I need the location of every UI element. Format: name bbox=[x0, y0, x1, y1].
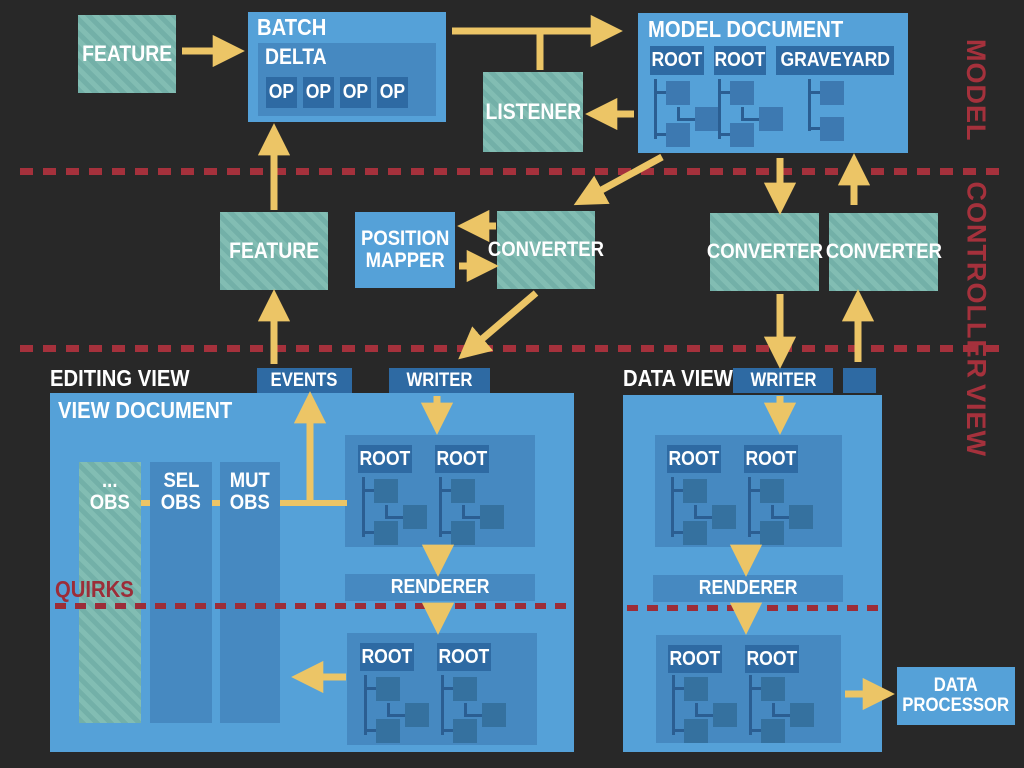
node-tree bbox=[437, 673, 509, 745]
feature-box-controller: FEATURE bbox=[220, 212, 328, 290]
renderer-box-editing: RENDERER bbox=[345, 574, 535, 601]
quirks-divider bbox=[55, 603, 569, 609]
converter-box-1: CONVERTER bbox=[488, 211, 604, 289]
root-label: ROOT bbox=[437, 643, 491, 671]
arrow-converter1-to-writer-editing bbox=[458, 290, 539, 360]
root-label: ROOT bbox=[358, 445, 412, 473]
root-label: ROOT bbox=[650, 46, 704, 75]
position-mapper-box: POSITION MAPPER bbox=[355, 212, 455, 288]
editing-view-title: EDITING VIEW bbox=[50, 365, 190, 391]
events-box: EVENTS bbox=[257, 368, 352, 393]
op-box: OP bbox=[266, 77, 297, 108]
section-label-model: MODEL bbox=[961, 39, 991, 142]
batch-box: BATCH DELTA OP OP OP OP bbox=[248, 12, 446, 122]
graveyard-label: GRAVEYARD bbox=[776, 46, 894, 75]
data-view-divider bbox=[627, 605, 878, 611]
op-box: OP bbox=[340, 77, 371, 108]
view-document-title: VIEW DOCUMENT bbox=[58, 397, 233, 423]
data-processor-box: DATA PROCESSOR bbox=[897, 667, 1015, 725]
model-document-title: MODEL DOCUMENT bbox=[648, 16, 844, 42]
node-tree bbox=[714, 77, 786, 149]
node-tree bbox=[435, 475, 507, 547]
root-tree-panel: ROOT ROOT bbox=[345, 435, 535, 547]
root-label: ROOT bbox=[668, 645, 722, 673]
arrow-model-document-to-converter1 bbox=[573, 153, 664, 206]
section-label-controller: CONTROLLER bbox=[961, 181, 992, 379]
node-tree bbox=[360, 673, 432, 745]
converter-box-2: CONVERTER bbox=[706, 213, 823, 291]
op-box: OP bbox=[303, 77, 334, 108]
feature-box-model: FEATURE bbox=[78, 15, 176, 93]
converter-box-3: CONVERTER bbox=[825, 213, 942, 291]
node-tree bbox=[744, 475, 816, 547]
root-label: ROOT bbox=[360, 643, 414, 671]
node-tree bbox=[650, 77, 722, 149]
listener-box: LISTENER bbox=[483, 72, 583, 152]
unlabeled-box-data bbox=[843, 368, 876, 393]
node-tree bbox=[745, 673, 817, 745]
root-tree-panel: ROOT ROOT bbox=[655, 435, 842, 547]
batch-title: BATCH bbox=[257, 14, 327, 40]
root-label: ROOT bbox=[745, 645, 799, 673]
node-tree bbox=[667, 475, 739, 547]
delta-box: DELTA OP OP OP OP bbox=[258, 43, 436, 116]
divider-model-controller bbox=[20, 168, 1005, 175]
writer-box-data: WRITER bbox=[733, 368, 833, 393]
op-box: OP bbox=[377, 77, 408, 108]
renderer-box-data: RENDERER bbox=[653, 575, 843, 602]
root-label: ROOT bbox=[667, 445, 721, 473]
data-view-container: ROOT ROOT RENDERER ROOT ROOT bbox=[623, 395, 882, 752]
section-label-view: VIEW bbox=[961, 384, 991, 458]
writer-box-editing: WRITER bbox=[389, 368, 490, 393]
root-label: ROOT bbox=[435, 445, 489, 473]
root-label: ROOT bbox=[714, 46, 766, 75]
quirks-label: QUIRKS bbox=[55, 576, 134, 602]
root-tree-panel: ROOT ROOT bbox=[347, 633, 537, 745]
feature-label: FEATURE bbox=[82, 41, 173, 67]
node-tree bbox=[358, 475, 430, 547]
divider-controller-view bbox=[20, 345, 1005, 352]
root-label: ROOT bbox=[744, 445, 798, 473]
data-view-title: DATA VIEW bbox=[623, 365, 733, 391]
obs-column: ...OBS bbox=[79, 462, 141, 723]
model-document-box: MODEL DOCUMENT ROOT ROOT GRAVEYARD bbox=[638, 13, 908, 153]
node-tree bbox=[804, 77, 876, 149]
root-tree-panel: ROOT ROOT bbox=[656, 635, 841, 743]
node-tree bbox=[668, 673, 740, 745]
delta-title: DELTA bbox=[265, 44, 327, 69]
